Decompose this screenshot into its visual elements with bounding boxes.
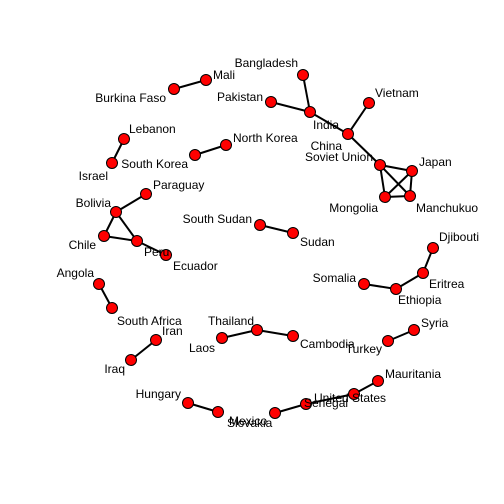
node-japan [406,165,418,177]
node-label-djibouti: Djibouti [439,230,479,244]
node-south-korea [189,149,201,161]
node-north-korea [220,139,232,151]
node-label-mexico: Mexico [229,414,267,428]
node-label-south-sudan: South Sudan [183,212,252,226]
node-label-soviet-union: Soviet Union [305,150,373,164]
edge-india-china [309,111,349,135]
node-china [342,128,354,140]
node-label-south-africa: South Africa [117,314,182,328]
nodes-layer [93,69,439,419]
node-iran [150,334,162,346]
node-label-lebanon: Lebanon [129,122,176,136]
node-label-israel: Israel [79,169,108,183]
node-somalia [358,278,370,290]
node-label-iraq: Iraq [104,362,125,376]
node-cambodia [287,330,299,342]
node-united-states [348,388,360,400]
node-label-united-states: United States [314,391,386,405]
node-label-north-korea: North Korea [233,131,298,145]
node-label-ecuador: Ecuador [173,259,218,273]
node-label-thailand: Thailand [208,314,254,328]
node-bangladesh [297,69,309,81]
node-label-pakistan: Pakistan [217,90,263,104]
node-peru [131,235,143,247]
node-label-slovakia: Slovakia [227,416,273,430]
node-label-senegal: Senegal [304,396,348,410]
edge-vietnam-china [347,102,370,135]
node-djibouti [427,242,439,254]
node-label-turkey: Turkey [346,342,382,356]
node-south-sudan [254,219,266,231]
node-label-mongolia: Mongolia [329,201,378,215]
node-turkey [382,335,394,347]
node-south-africa [106,302,118,314]
node-slovakia [212,406,224,418]
node-hungary [182,397,194,409]
node-label-manchukuo: Manchukuo [416,201,478,215]
edge-united-states-senegal [305,393,355,405]
node-label-chile: Chile [69,238,97,252]
node-manchukuo [404,190,416,202]
edge-china-soviet-union [347,133,381,166]
node-label-burkina-faso: Burkina Faso [95,91,166,105]
node-label-paraguay: Paraguay [153,178,204,192]
edge-bangladesh-india [302,74,311,113]
node-syria [408,324,420,336]
node-label-china: China [311,139,343,153]
node-lebanon [118,133,130,145]
node-mali [200,74,212,86]
node-label-hungary: Hungary [136,387,181,401]
node-label-mali: Mali [213,68,235,82]
node-label-angola: Angola [57,266,95,280]
node-laos [216,332,228,344]
node-label-eritrea: Eritrea [429,277,465,291]
node-label-iran: Iran [162,324,183,338]
node-israel [106,157,118,169]
node-label-cambodia: Cambodia [300,337,355,351]
node-label-bangladesh: Bangladesh [235,56,298,70]
node-label-vietnam: Vietnam [375,86,419,100]
node-vietnam [363,97,375,109]
node-ethiopia [390,283,402,295]
node-label-laos: Laos [189,341,215,355]
node-label-mauritania: Mauritania [385,367,441,381]
node-soviet-union [374,159,386,171]
node-chile [98,230,110,242]
node-burkina-faso [168,83,180,95]
node-eritrea [417,267,429,279]
node-mexico [269,407,281,419]
node-thailand [251,324,263,336]
node-india [304,106,316,118]
edge-thailand-cambodia [256,329,294,337]
node-ecuador [160,249,172,261]
node-iraq [125,354,137,366]
edge-soviet-union-manchukuo [379,164,411,197]
node-sudan [287,227,299,239]
node-label-india: India [313,118,339,132]
node-bolivia [110,206,122,218]
node-senegal [300,398,312,410]
node-label-sudan: Sudan [300,235,335,249]
node-label-ethiopia: Ethiopia [398,293,442,307]
node-label-bolivia: Bolivia [76,196,112,210]
node-label-japan: Japan [419,155,452,169]
node-label-peru: Peru [144,245,169,259]
edge-pakistan-india [270,101,311,113]
node-label-south-korea: South Korea [121,157,188,171]
node-mongolia [379,191,391,203]
edge-japan-mongolia [384,170,413,198]
node-pakistan [265,96,277,108]
node-angola [93,278,105,290]
node-paraguay [140,188,152,200]
node-mauritania [372,375,384,387]
node-label-somalia: Somalia [313,271,357,285]
node-label-syria: Syria [421,316,449,330]
